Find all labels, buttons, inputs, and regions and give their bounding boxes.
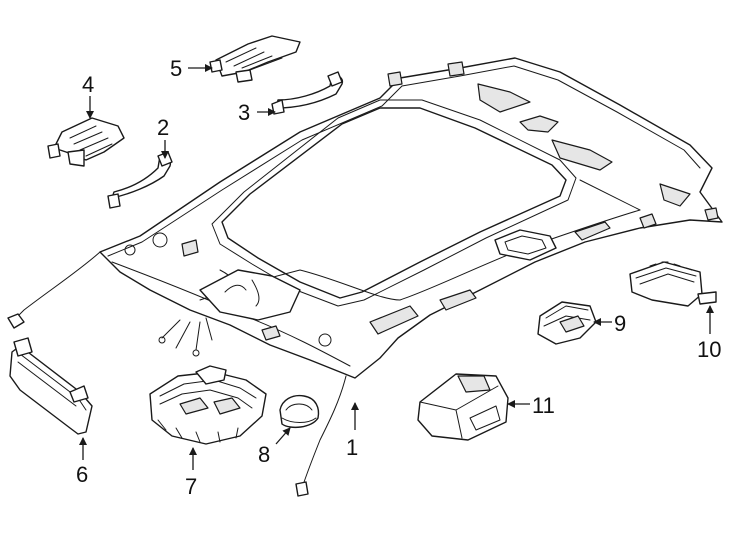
callout-11: 11 (507, 393, 555, 418)
callout-3: 3 (238, 100, 276, 125)
callout-3-label: 3 (238, 100, 250, 125)
callout-10: 10 (697, 305, 721, 362)
callout-2-label: 2 (157, 115, 169, 140)
callout-5: 5 (170, 56, 213, 81)
callout-10-label: 10 (697, 337, 721, 362)
callout-7-label: 7 (185, 474, 197, 499)
bracket-4 (47, 117, 125, 167)
sun-visor (9, 337, 93, 435)
callout-1: 1 (346, 402, 359, 460)
lamp-9 (537, 301, 597, 345)
callout-8: 8 (258, 427, 291, 467)
control-module-10 (629, 261, 717, 307)
headliner-panel (7, 57, 723, 497)
grab-handle-rear (271, 71, 344, 115)
callout-9: 9 (593, 311, 626, 336)
callout-5-label: 5 (170, 56, 182, 81)
overhead-console (149, 365, 267, 445)
callout-7: 7 (185, 447, 197, 499)
callout-2: 2 (157, 115, 169, 159)
callout-6-label: 6 (76, 462, 88, 487)
callout-8-label: 8 (258, 442, 270, 467)
callout-1-label: 1 (346, 435, 358, 460)
callout-4: 4 (82, 72, 94, 119)
module-box-11 (417, 373, 509, 441)
dome-lamp (279, 394, 320, 429)
bracket-5 (209, 35, 301, 83)
callout-9-label: 9 (614, 311, 626, 336)
grab-handle-front (107, 151, 173, 209)
callout-6: 6 (76, 437, 88, 487)
callout-4-label: 4 (82, 72, 94, 97)
callout-11-label: 11 (532, 393, 555, 418)
